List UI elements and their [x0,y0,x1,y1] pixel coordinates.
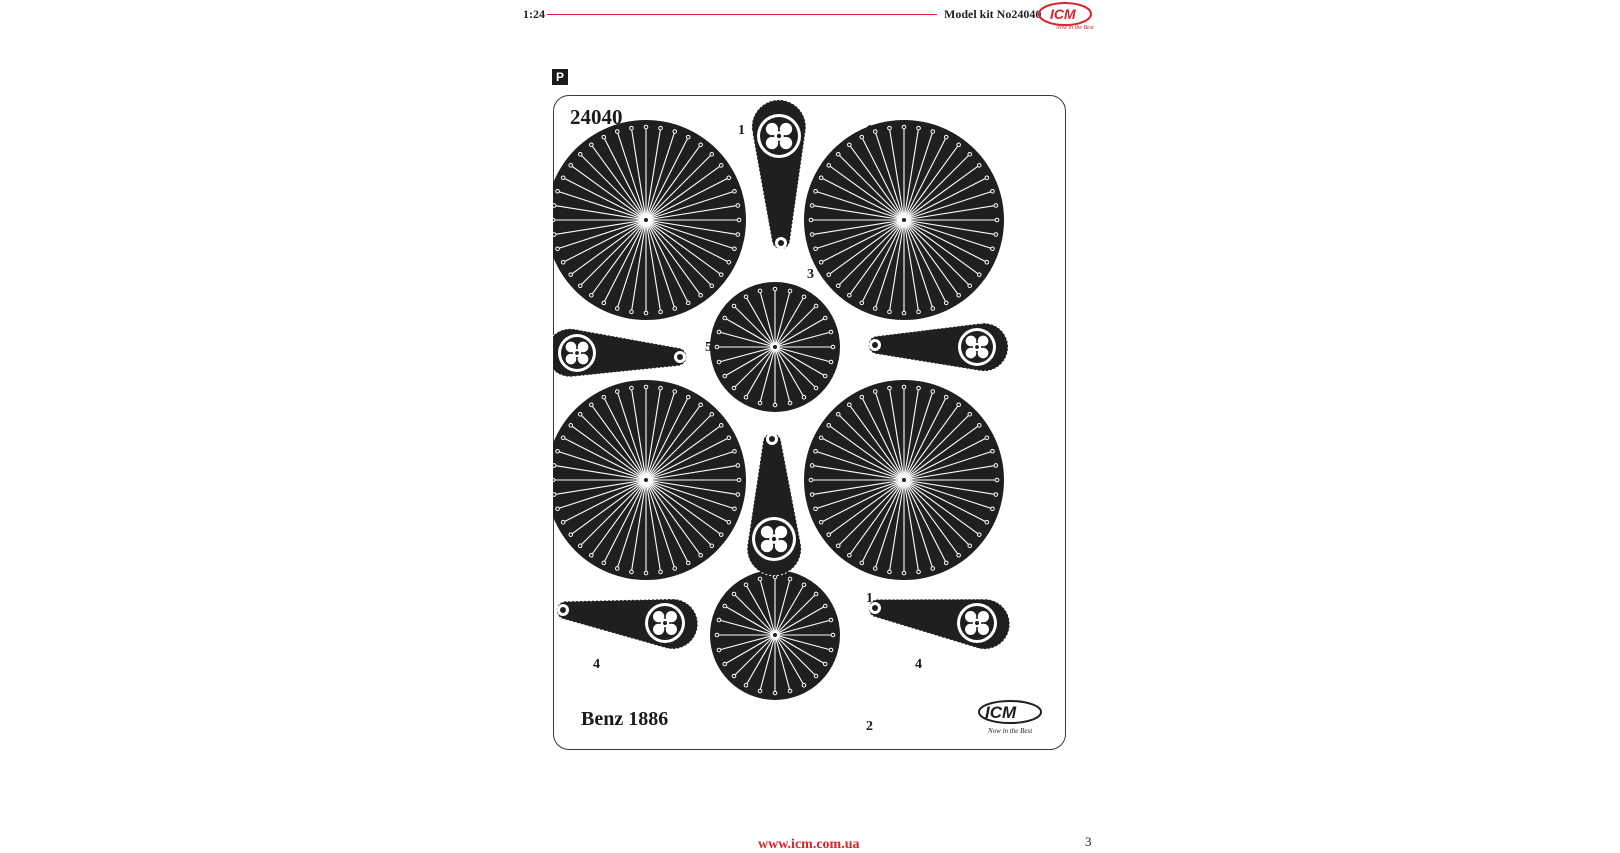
fret-logo-text: ICM [985,703,1017,722]
fret-logo-tagline: Now in the Best [987,727,1033,735]
section-badge: P [552,69,568,85]
chain-plate [751,99,807,250]
part-label: 4 [915,657,922,672]
icm-logo: ICM Now in the Best [1038,2,1094,31]
chain-plate [868,322,1009,372]
spoked-wheel-small [710,282,840,412]
fret-icm-logo: ICM Now in the Best [978,700,1042,735]
logo-tagline: Now in the Best [1055,25,1094,31]
fret-code: 24040 [570,105,623,129]
part-label: 1 [866,591,873,606]
spoked-wheel-large [553,120,746,320]
logo-text: ICM [1050,6,1076,22]
part-label: 4 [593,657,600,672]
spoked-wheel-large [553,380,746,580]
part-label: 5 [705,340,712,355]
model-kit-number: Model kit No24040 [944,7,1042,21]
header-rule [547,14,937,15]
chain-plate [556,598,699,650]
chain-plate [746,432,802,577]
part-label: 2 [866,719,873,734]
chain-plate [553,328,687,378]
spoked-wheel-large [804,380,1004,580]
scale-label: 1:24 [523,7,545,21]
fret-title: Benz 1886 [581,708,668,730]
page-number: 3 [1085,834,1092,849]
website-url[interactable]: www.icm.com.ua [758,837,860,852]
fret-artwork: 24040 Benz 1886 ICM Now in the Best 1 1 … [553,99,1042,735]
chain-plate [868,598,1011,650]
spoked-wheel-small [710,570,840,700]
part-label: 3 [807,267,814,282]
part-label: 1 [738,123,745,138]
spoked-wheel-large [804,120,1004,320]
